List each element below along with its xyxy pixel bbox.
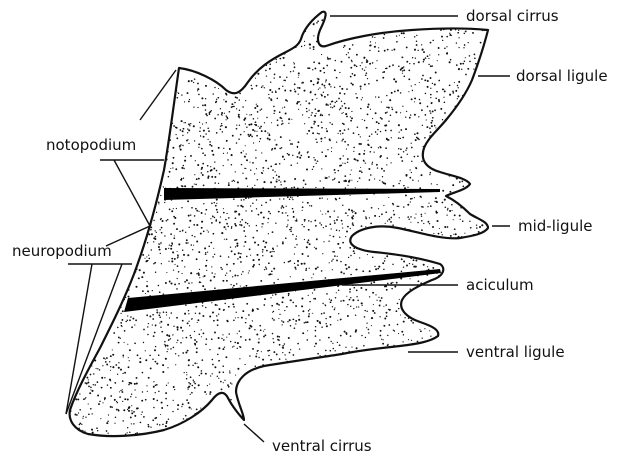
label-dorsal-cirrus: dorsal cirrus bbox=[466, 7, 559, 25]
label-mid-ligule: mid-ligule bbox=[518, 217, 592, 235]
label-aciculum: aciculum bbox=[466, 276, 534, 294]
label-ventral-cirrus: ventral cirrus bbox=[272, 437, 372, 455]
notopodium-leader-to-edge bbox=[114, 160, 150, 226]
neuropodium-leader-to-edge bbox=[106, 226, 150, 246]
label-dorsal-ligule: dorsal ligule bbox=[516, 67, 608, 85]
leader-ventral-cirrus bbox=[244, 424, 264, 442]
label-notopodium: notopodium bbox=[46, 136, 136, 154]
label-neuropodium: neuropodium bbox=[12, 242, 112, 260]
parapodium-outline bbox=[70, 12, 488, 436]
label-ventral-ligule: ventral ligule bbox=[466, 343, 565, 361]
notopodium-upper-line bbox=[140, 70, 176, 120]
